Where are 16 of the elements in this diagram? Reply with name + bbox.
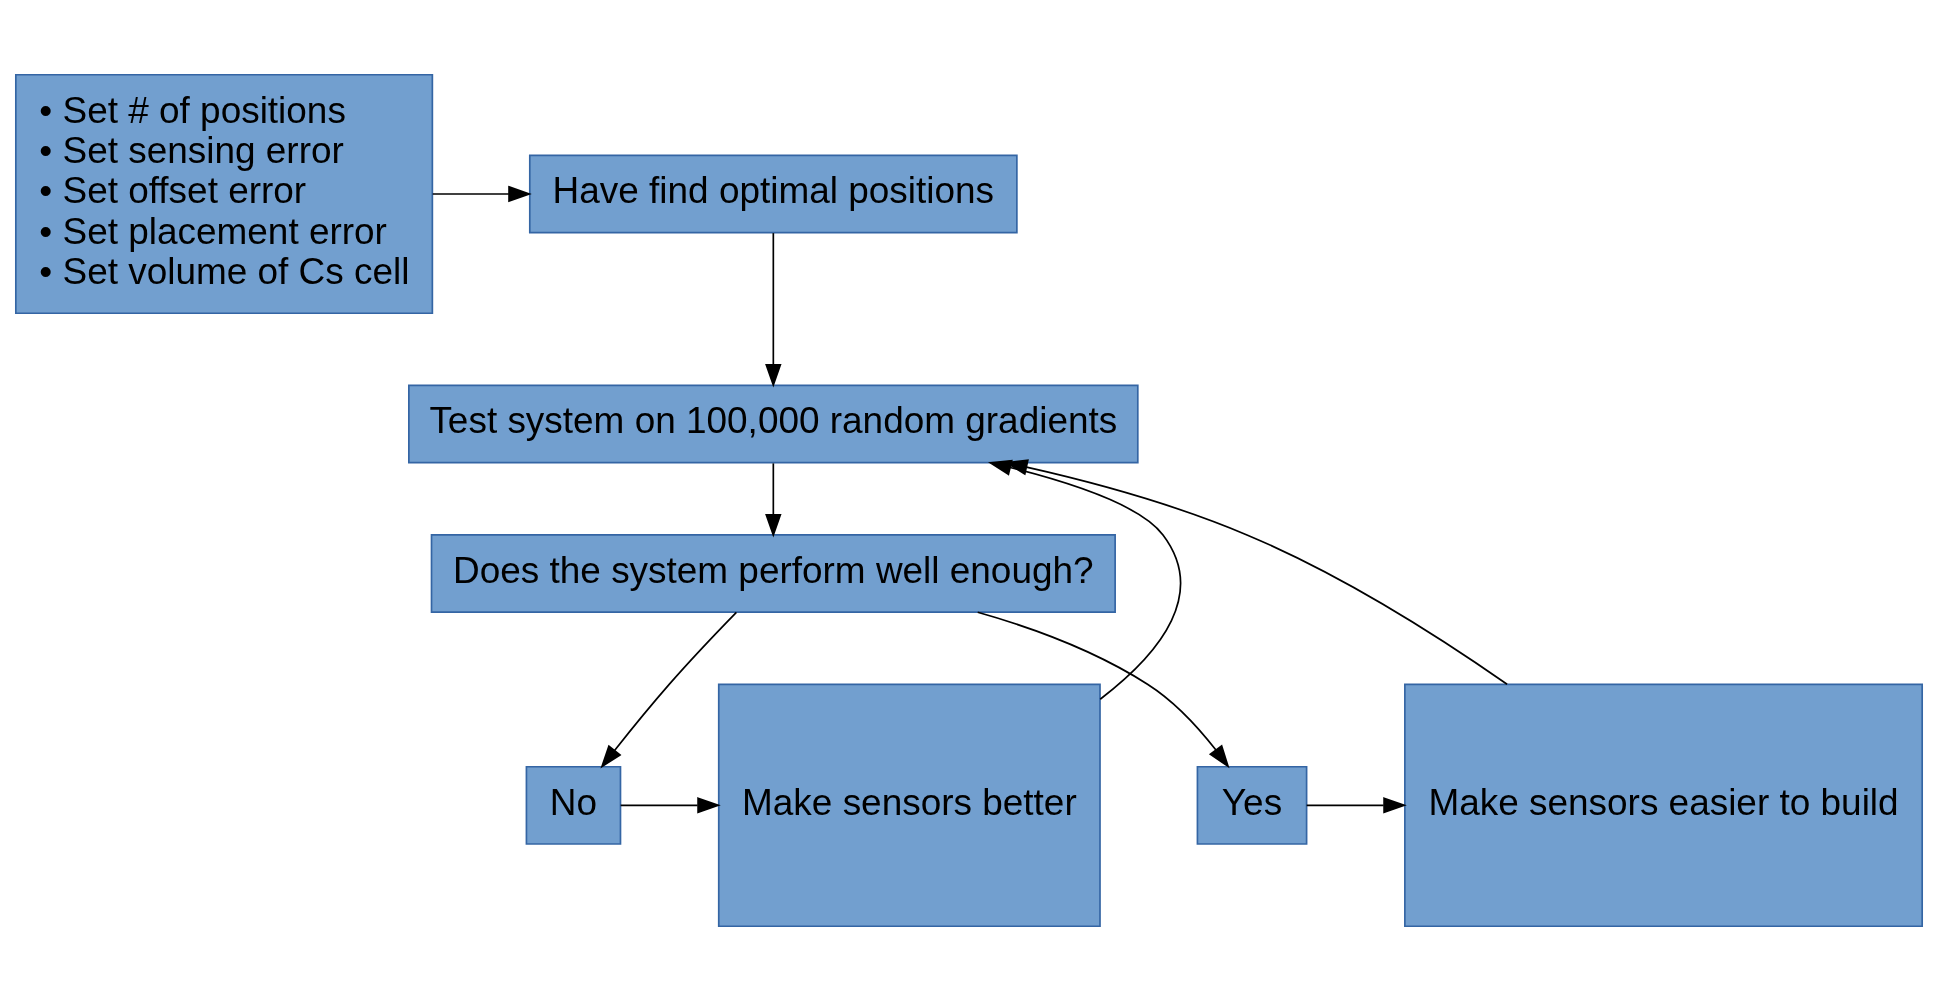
node-box: Have find optimal positions [528, 154, 1018, 233]
node-box: Make sensors easier to build [1404, 683, 1923, 927]
node-box: No [525, 765, 622, 845]
node-box: Yes [1196, 765, 1308, 845]
node-box: • Set # of positions • Set sensing error • Set offset error • Set placement error • Set volume of Cs cell [15, 73, 434, 314]
arrow [765, 462, 782, 537]
node-box: Does the system perform well enough? [430, 533, 1116, 613]
arrow [619, 796, 721, 814]
arrow [600, 611, 738, 768]
arrow [1305, 796, 1407, 814]
arrow [431, 185, 532, 202]
arrow [765, 231, 782, 387]
arrow [988, 459, 1182, 700]
arrow [976, 610, 1230, 768]
node-box: Test system on 100,000 random gradients [408, 384, 1139, 464]
node-box: Make sensors better [717, 683, 1101, 927]
